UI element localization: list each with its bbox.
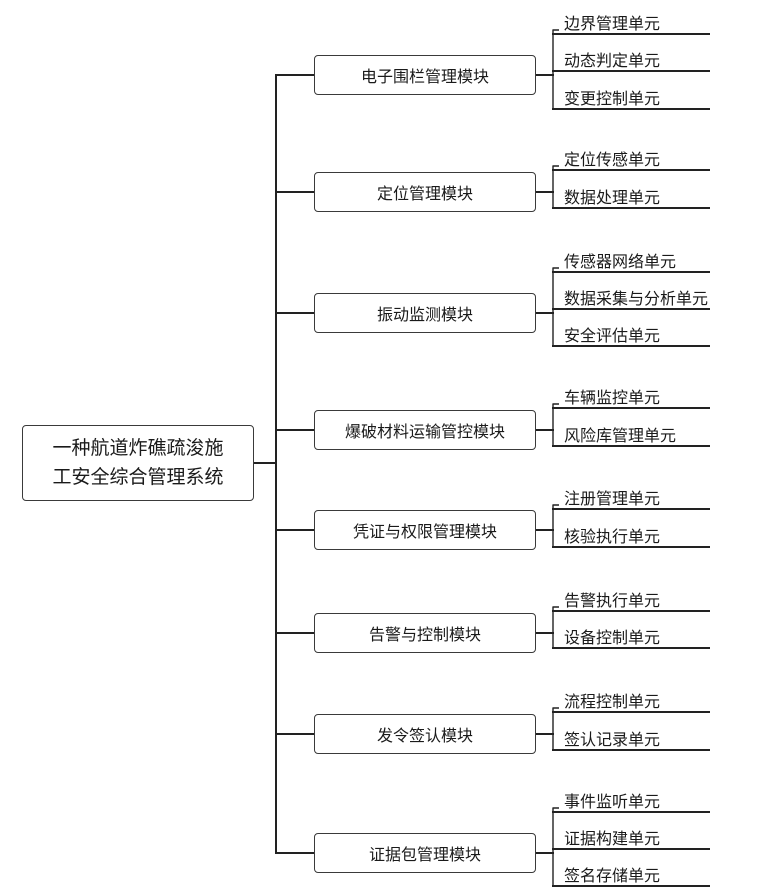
root-title-line-1: 一种航道炸礁疏浚施	[52, 434, 223, 463]
unit-label: 车辆监控单元	[564, 388, 714, 408]
unit-bracket	[553, 505, 559, 547]
unit-label: 变更控制单元	[564, 89, 714, 109]
unit-label: 签认记录单元	[564, 730, 714, 750]
unit-label: 注册管理单元	[564, 489, 714, 509]
unit-bracket	[553, 30, 559, 109]
module-box-6: 告警与控制模块	[314, 613, 536, 653]
unit-bracket	[553, 268, 559, 346]
root-title-line-2: 工安全综合管理系统	[52, 463, 223, 492]
unit-label: 数据处理单元	[564, 188, 714, 208]
module-box-1: 电子围栏管理模块	[314, 55, 536, 95]
unit-bracket	[553, 607, 559, 648]
unit-label: 流程控制单元	[564, 692, 714, 712]
unit-bracket	[553, 808, 559, 886]
module-box-3: 振动监测模块	[314, 293, 536, 333]
module-box-5: 凭证与权限管理模块	[314, 510, 536, 550]
root-system-box: 一种航道炸礁疏浚施 工安全综合管理系统	[22, 425, 254, 501]
unit-label: 边界管理单元	[564, 14, 714, 34]
unit-label: 定位传感单元	[564, 150, 714, 170]
unit-bracket	[553, 708, 559, 750]
unit-bracket	[553, 166, 559, 208]
unit-label: 事件监听单元	[564, 792, 714, 812]
unit-label: 签名存储单元	[564, 866, 714, 886]
unit-label: 数据采集与分析单元	[564, 289, 714, 309]
unit-bracket	[553, 404, 559, 446]
unit-label: 证据构建单元	[564, 829, 714, 849]
unit-label: 核验执行单元	[564, 527, 714, 547]
module-box-7: 发令签认模块	[314, 714, 536, 754]
unit-label: 安全评估单元	[564, 326, 714, 346]
unit-label: 动态判定单元	[564, 51, 714, 71]
module-box-4: 爆破材料运输管控模块	[314, 410, 536, 450]
module-box-2: 定位管理模块	[314, 172, 536, 212]
unit-label: 告警执行单元	[564, 591, 714, 611]
module-box-8: 证据包管理模块	[314, 833, 536, 873]
unit-label: 风险库管理单元	[564, 426, 714, 446]
unit-label: 传感器网络单元	[564, 252, 714, 272]
unit-label: 设备控制单元	[564, 628, 714, 648]
